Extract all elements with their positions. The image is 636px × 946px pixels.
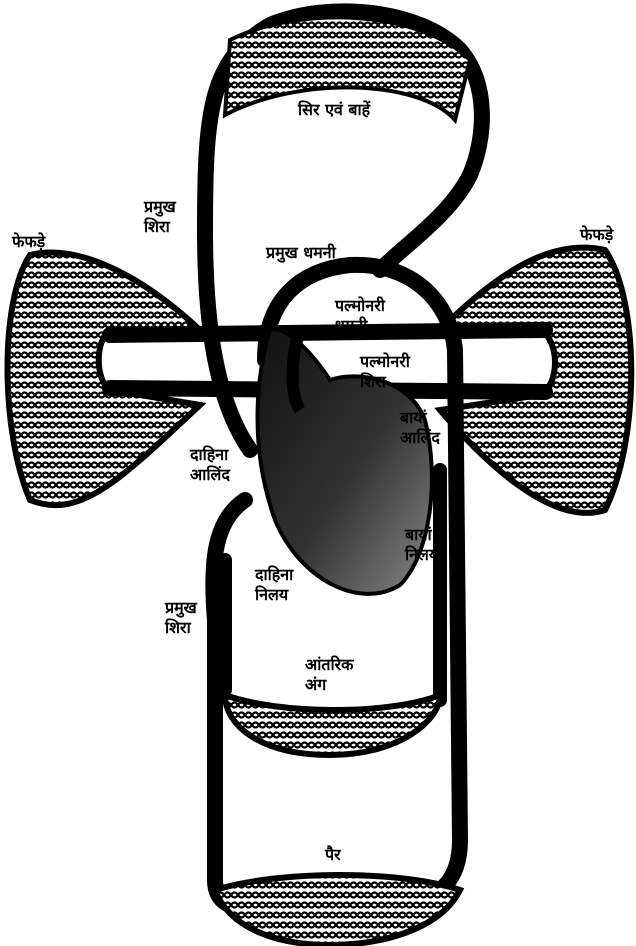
legs-capillary-bed [215,875,460,945]
label-aorta: प्रमुख धमनी [266,243,336,263]
label-lungs-right: फेफड़े [580,225,613,245]
label-vena-cava-lower: प्रमुख शिरा [165,598,197,638]
label-vena-cava-upper: प्रमुख शिरा [144,197,176,237]
label-right-ventricle: दाहिना निलय [255,565,293,605]
label-lungs-left: फेफड़े [12,232,45,252]
label-left-ventricle: बायां निलय [405,525,438,565]
head-arms-capillary-bed [205,11,482,270]
label-internal-organs: आंतरिक अंग [305,655,353,695]
left-lung-capillary-bed [8,253,201,506]
label-left-atrium: बायां आलिंद [400,408,440,448]
label-head-arms: सिर एवं बाहें [298,100,370,120]
label-pulmonary-vein: पल्मोनरी शिरा [360,352,410,392]
right-lung-capillary-bed [440,248,631,513]
internal-organs-capillary-bed [225,695,440,755]
label-legs: पैर [325,845,341,865]
label-pulmonary-artery: पल्मोनरी धमनी [335,296,385,336]
label-right-atrium: दाहिना आलिंद [190,445,230,485]
